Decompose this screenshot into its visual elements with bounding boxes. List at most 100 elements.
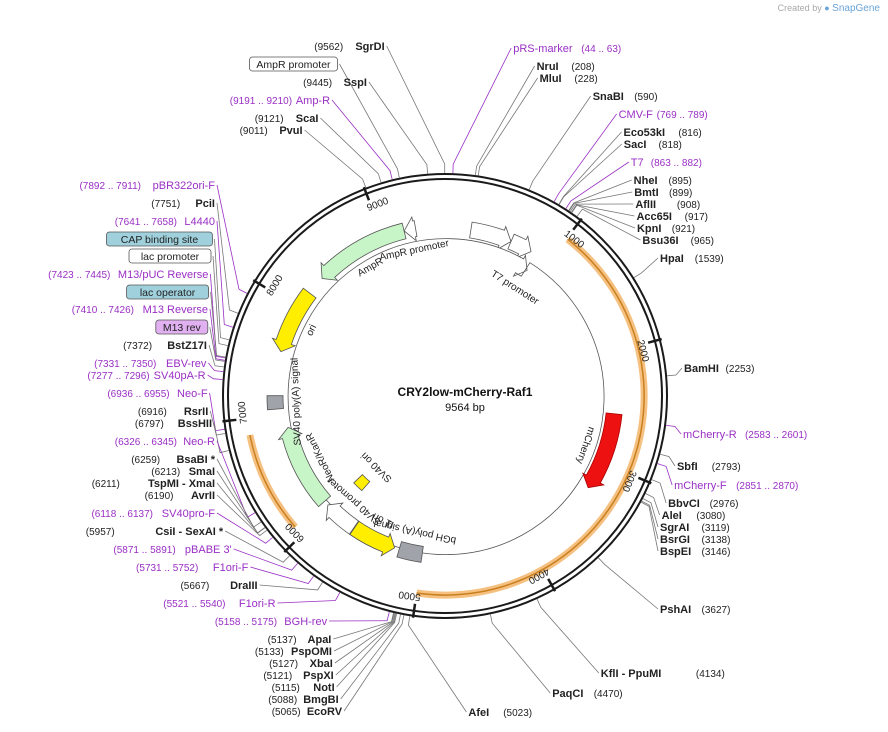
site-bamhi[interactable]: BamHI(2253): [684, 363, 754, 375]
site-position: (3146): [702, 547, 731, 558]
leader-line: [576, 208, 641, 241]
site-m13-puc-reverse[interactable]: M13/pUC Reverse(7423 .. 7445): [48, 269, 208, 281]
site-cap-binding-site[interactable]: CAP binding site: [106, 231, 213, 247]
site-mlui[interactable]: MluI(228): [540, 73, 598, 85]
site-sv40pro-f[interactable]: SV40pro-F(6118 .. 6137): [91, 508, 215, 520]
site-pbr322ori-f[interactable]: pBR322ori-F(7892 .. 7911): [79, 180, 215, 192]
site-eco53ki[interactable]: Eco53kI(816): [623, 127, 701, 139]
site-pshai[interactable]: PshAI(3627): [660, 604, 730, 616]
site-nrui[interactable]: NruI(208): [537, 61, 595, 73]
site-name: PaqCI: [552, 688, 583, 700]
site-smai[interactable]: SmaI(6213): [151, 466, 215, 478]
site-draiii[interactable]: DraIII(5667): [180, 580, 257, 592]
site-position: (208): [571, 62, 594, 73]
site-lac-promoter[interactable]: lac promoter: [128, 248, 212, 264]
site-ampr-promoter[interactable]: AmpR promoter: [249, 56, 338, 72]
site-f1ori-f[interactable]: F1ori-F(5731 .. 5752): [136, 562, 249, 574]
site-mcherry-f[interactable]: mCherry-F(2851 .. 2870): [674, 480, 798, 492]
leader-line: [208, 362, 224, 372]
site-t7[interactable]: T7(863 .. 882): [631, 157, 702, 169]
feature-sv40-ori[interactable]: [353, 474, 371, 492]
site-pcii[interactable]: PciI(7751): [151, 198, 215, 210]
leader-line: [207, 374, 223, 380]
site-sgrdi[interactable]: SgrDI(9562): [314, 41, 384, 53]
site-bspei[interactable]: BspEI(3146): [660, 546, 730, 558]
site-bsu36i[interactable]: Bsu36I(965): [642, 235, 714, 247]
site-sspi[interactable]: SspI(9445): [303, 77, 367, 89]
site-rsrii[interactable]: RsrII(6916): [138, 406, 208, 418]
site-prs-marker[interactable]: pRS-marker(44 .. 63): [513, 43, 621, 55]
site-m13-reverse[interactable]: M13 Reverse(7410 .. 7426): [72, 304, 208, 316]
site-ecorv[interactable]: EcoRV(5065): [272, 706, 343, 718]
feature-cmv-enhancer[interactable]: [469, 221, 512, 251]
site-alei[interactable]: AleI(3080): [662, 510, 726, 522]
site-bsabi[interactable]: BsaBI *(6259): [131, 454, 216, 466]
site-kfli-ppumi[interactable]: KflI - PpuMI(4134): [601, 668, 725, 680]
site-acc65i[interactable]: Acc65I(917): [636, 211, 708, 223]
site-cmv-f[interactable]: CMV-F(769 .. 789): [619, 109, 708, 121]
site-name: CMV-F: [619, 109, 654, 121]
site-nhei[interactable]: NheI(895): [634, 175, 692, 187]
site-pbabe-3[interactable]: pBABE 3'(5871 .. 5891): [113, 544, 231, 556]
feature-ampr-promoter[interactable]: [403, 215, 418, 242]
site-scai[interactable]: ScaI(9121): [255, 113, 319, 125]
site-avrii[interactable]: AvrII(6190): [145, 490, 215, 502]
site-position: (6213): [151, 467, 180, 478]
feature-ampr[interactable]: [320, 222, 407, 281]
feature-f1-ori[interactable]: [349, 520, 396, 557]
site-pvui[interactable]: PvuI(9011): [240, 125, 303, 137]
feature-neor-kanr[interactable]: [277, 426, 332, 508]
site-bsshii[interactable]: BssHII(6797): [135, 418, 212, 430]
site-amp-r[interactable]: Amp-R(9191 .. 9210): [230, 95, 330, 107]
site-position: (7372): [123, 341, 152, 352]
site-pspxi[interactable]: PspXI(5121): [263, 670, 333, 682]
site-noti[interactable]: NotI(5115): [272, 682, 335, 694]
feature-cmv-promoter[interactable]: [507, 233, 532, 259]
site-xbai[interactable]: XbaI(5127): [269, 658, 333, 670]
site-saci[interactable]: SacI(818): [624, 139, 682, 151]
site-name: ApaI: [308, 634, 332, 646]
site-bmti[interactable]: BmtI(899): [634, 187, 692, 199]
site-bstz17i[interactable]: BstZ17I(7372): [123, 340, 207, 352]
feature-ori[interactable]: [271, 287, 317, 353]
site-m13-rev[interactable]: M13 rev: [155, 319, 209, 335]
leader-line: [320, 117, 382, 183]
site-sbfi[interactable]: SbfI(2793): [677, 461, 741, 473]
site-kpni[interactable]: KpnI(921): [637, 223, 695, 235]
site-bbvci[interactable]: BbvCI(2976): [668, 498, 738, 510]
site-neo-f[interactable]: Neo-F(6936 .. 6955): [107, 388, 208, 400]
site-hpai[interactable]: HpaI(1539): [660, 253, 724, 265]
site-pspomi[interactable]: PspOMI(5133): [255, 646, 332, 658]
site-sv40pa-r[interactable]: SV40pA-R(7277 .. 7296): [87, 370, 205, 382]
feature-sv40-poly-a-signal[interactable]: [266, 395, 284, 411]
leader-line: [209, 308, 225, 361]
site-name: T7: [631, 157, 644, 169]
site-bgh-rev[interactable]: BGH-rev(5158 .. 5175): [215, 616, 328, 628]
leader-line: [657, 463, 673, 486]
site-paqci[interactable]: PaqCI(4470): [552, 688, 622, 700]
feature-sv40-promoter[interactable]: [325, 502, 360, 535]
feature-bgh-poly-a-signal[interactable]: [396, 541, 424, 563]
site-aflii[interactable]: AflII(908): [635, 199, 700, 211]
leader-line: [336, 613, 397, 688]
site-ebv-rev[interactable]: EBV-rev(7331 .. 7350): [94, 358, 207, 370]
site-afei[interactable]: AfeI(5023): [468, 707, 532, 719]
leader-line: [208, 344, 224, 368]
site-position: (921): [672, 224, 695, 235]
site-name: HpaI: [660, 253, 684, 265]
site-apai[interactable]: ApaI(5137): [268, 634, 332, 646]
site-tspmi-xmai[interactable]: TspMI - XmaI(6211): [92, 478, 215, 490]
site-lac-operator[interactable]: lac operator: [126, 284, 209, 300]
site-neo-r[interactable]: Neo-R(6326 .. 6345): [115, 436, 215, 448]
site-csii-sexai[interactable]: CsiI - SexAI *(5957): [86, 526, 224, 538]
site-snabi[interactable]: SnaBI(590): [593, 91, 658, 103]
center-title: CRY2low-mCherry-Raf1 9564 bp: [398, 385, 533, 414]
site-l4440[interactable]: L4440(7641 .. 7658): [115, 216, 215, 228]
site-bmgbi[interactable]: BmgBI(5088): [268, 694, 338, 706]
site-sgrai[interactable]: SgrAI(3119): [660, 522, 730, 534]
leader-line: [477, 77, 538, 176]
site-f1ori-r[interactable]: F1ori-R(5521 .. 5540): [163, 598, 275, 610]
feature-mcherry[interactable]: [582, 412, 623, 489]
site-mcherry-r[interactable]: mCherry-R(2583 .. 2601): [683, 429, 807, 441]
site-bsrgi[interactable]: BsrGI(3138): [660, 534, 730, 546]
